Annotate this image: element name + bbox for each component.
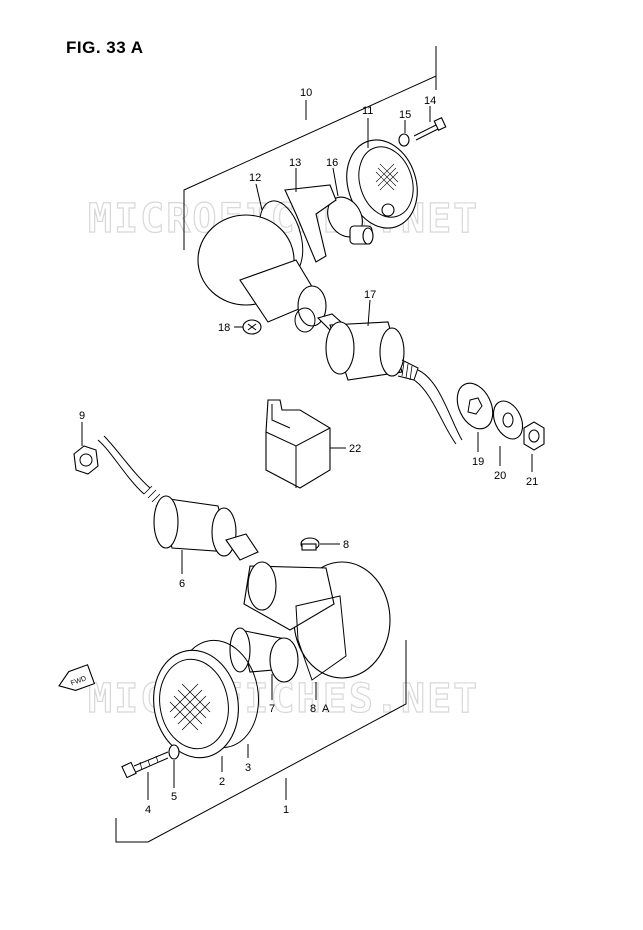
relay-22 <box>265 399 331 489</box>
housing-bottom <box>243 561 391 681</box>
callout-18: 18 <box>218 322 230 334</box>
callout-19: 19 <box>472 456 484 468</box>
bracket-assembly-1 <box>115 640 407 843</box>
callout-16: 16 <box>326 157 338 169</box>
callout-4: 4 <box>145 804 151 816</box>
washer-20 <box>492 400 524 440</box>
bracket-assembly-10 <box>183 46 437 250</box>
washer-15 <box>398 133 410 147</box>
nut-21 <box>523 421 545 451</box>
callout-10: 10 <box>300 87 312 99</box>
callout-8a: 8 <box>310 703 316 715</box>
nut-9 <box>73 445 99 475</box>
forward-arrow-icon: FWD <box>58 664 96 692</box>
callout-8a-suffix: A <box>322 703 330 715</box>
stem-boot-17 <box>316 313 463 445</box>
callout-14: 14 <box>424 95 436 107</box>
lens-2 <box>153 649 239 759</box>
callout-5: 5 <box>171 791 177 803</box>
callout-15: 15 <box>399 109 411 121</box>
callout-6: 6 <box>179 578 185 590</box>
washer-19 <box>456 382 494 430</box>
callout-22: 22 <box>349 443 361 455</box>
socket-clip-13 <box>284 184 337 263</box>
housing-top <box>197 214 327 333</box>
screw-4 <box>121 751 169 779</box>
washer-5 <box>168 744 180 760</box>
screw-18 <box>242 319 262 335</box>
callout-20: 20 <box>494 470 506 482</box>
callout-7: 7 <box>269 703 275 715</box>
callout-11: 11 <box>362 105 373 117</box>
callout-3: 3 <box>245 762 251 774</box>
bulb-7 <box>229 627 299 683</box>
callout-12: 12 <box>249 172 261 184</box>
callout-1: 1 <box>283 804 289 816</box>
callout-21: 21 <box>526 476 538 488</box>
callout-17: 17 <box>364 289 376 301</box>
bulb-16 <box>327 196 374 245</box>
screw-8 <box>300 537 320 551</box>
stem-boot-6 <box>97 435 259 561</box>
screw-14 <box>413 117 447 141</box>
callout-8: 8 <box>343 539 349 551</box>
leader-lines <box>81 106 533 800</box>
callout-9: 9 <box>79 410 85 422</box>
callout-13: 13 <box>289 157 301 169</box>
figure-title: FIG. 33 A <box>66 38 144 57</box>
watermark-bottom: MICROFICHES.NET <box>88 676 479 722</box>
callout-2: 2 <box>219 776 225 788</box>
